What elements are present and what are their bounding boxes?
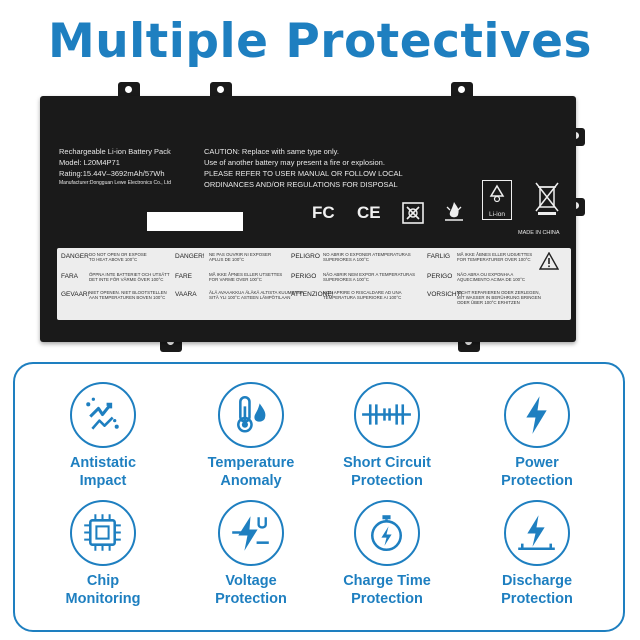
feature-label: Short Circuit [343,455,431,471]
mount-tab [210,82,232,100]
warning-heading: ATTENZIONE! [291,291,334,298]
warning-text: NIET OPENEN. NIET BLOOTSTELLEN [89,290,167,295]
warning-text: NÃO ABRIR NEM EXPOR A TEMPERATURAS [323,272,416,277]
page-title: Multiple Protectives [47,14,593,69]
warning-heading: VAARA [175,291,197,298]
warning-heading: FARE [175,273,192,280]
caution-text: CAUTION: Replace with same type only. [204,147,339,156]
feature-label: Impact [79,473,127,489]
feature-label: Protection [351,473,423,489]
flame-hazard-icon [445,202,463,221]
feature-label: Antistatic [69,455,137,471]
warning-heading: DANGER [61,253,89,260]
warning-text: MÅ IKKE ÅBNES ELLER UDSÆTTES [457,252,533,257]
warning-text: NICHT REPARIEREN ODER ZERLEGEN, [457,290,540,295]
caution-text: ORDINANCES AND/OR REGULATIONS FOR DISPOS… [204,180,398,189]
short-circuit-icon [362,404,411,425]
liion-recycle-icon: Li-ion [482,180,512,220]
warning-text: ÄLÄ AVAAAKKUA ÄLÄKÄ ALTISTA KUUMENNA [209,290,304,295]
fcc-logo: FC [312,203,335,222]
warning-text: DO NOT OPEN OR EXPOSE [89,252,147,257]
battery-manufacturer: Manufacturer:Dongguan Lewe Electronics C… [59,180,172,186]
warning-text: AQUECIMENTO ACIMA DE 100°C [457,277,526,283]
warning-text: ODER ÜBER 100°C ERHITZEN [457,300,520,306]
voltage-bolt-icon [232,516,269,551]
warning-heading: FARA [61,273,78,280]
liion-label: Li-ion [489,211,505,218]
warning-text: ÖPPNA INTE BATTERIET OCH UTSÄTT [89,272,170,277]
warning-text: NÃO ABRA OU EXPONHA A [457,272,514,277]
warning-text: SUPERIORES A 100°C [323,277,369,283]
chip-icon [84,514,121,551]
battery-model: Model: L20M4P71 [59,158,120,167]
warning-heading: FARLIG [427,253,451,260]
feature-label: Protection [351,591,423,607]
warning-text: DET INTE FÖR VÄRME ÖVER 100°C [89,277,164,283]
caution-text: Use of another battery may present a fir… [204,158,385,167]
warning-text: NO ABRIR O EXPONER ATEMPERATURAS [323,252,411,257]
warning-heading: GEVAAR! [61,291,90,298]
warning-triangle-icon [539,252,559,270]
battery-rating: Rating:15.44V–3692mAh/57Wh [59,169,165,178]
thermometer-flame-icon [237,395,266,433]
blank-label [147,212,243,231]
battery-type: Rechargeable Li-ion Battery Pack [59,147,171,156]
warning-text: FOR TEMPERATURER OVER 100°C [457,257,531,263]
warning-text: MIT WASSER IN BERÜHRUNG BRINGEN [457,295,541,301]
warning-text: AAN TEMPERATUREN BOVEN 100°C [89,295,166,301]
feature-label: Charge Time [343,573,431,589]
feature-label: Protection [501,473,573,489]
feature-label: Temperature [207,455,295,471]
warning-text: APLUS DE 100°C [209,257,245,263]
feature-label: Anomaly [220,473,282,489]
mount-tab [451,82,473,100]
warning-heading: PERIGO [427,273,453,280]
feature-label: Monitoring [65,591,141,607]
warning-heading: PELIGRO [291,253,320,260]
caution-text: PLEASE REFER TO USER MANUAL OR FOLLOW LO… [204,169,403,178]
ce-logo: CE [357,203,381,222]
warning-text: TO HEAT ABOVE 100°C [89,257,138,263]
warning-text: NON APRIRE O RISCALDARE AD UNA [323,290,402,295]
feature-label: Protection [215,591,287,607]
feature-label: Voltage [225,573,277,589]
discharge-bolt-icon [518,515,555,551]
feature-label: Chip [86,573,120,589]
warning-text: FOR VARME OVER 100°C [209,277,262,283]
warning-text: SITÄ YLI 100°C ASTEEN LÄMPÖTILAAN [209,295,291,301]
stopwatch-bolt-icon [370,515,403,552]
feature-label: Discharge [501,573,573,589]
warning-heading: DANGER! [175,253,205,260]
warning-text: NE PAS OUVRIR NI EXPOSER [209,252,272,257]
warning-heading: VORSICHT! [427,291,463,298]
warning-text: SUPERIORES A 100°C [323,257,369,263]
battery-image: Rechargeable Li-ion Battery Pack Model: … [40,82,585,352]
warning-text: TEMPERATURA SUPERIORE AI 100°C [323,295,402,301]
recycle-box-icon [402,202,424,224]
crossed-bin-icon [535,182,559,215]
lightning-bolt-icon [526,396,547,434]
feature-label: Power [515,455,559,471]
warning-text: MÅ IKKE ÅPNES ELLER UTSETTES [209,272,283,277]
mount-tab [118,82,140,100]
feature-label: Protection [501,591,573,607]
antistatic-icon [86,397,119,430]
warning-heading: PERIGO [291,273,317,280]
made-in-label: MADE IN CHINA [518,230,560,236]
features-panel [13,362,625,632]
